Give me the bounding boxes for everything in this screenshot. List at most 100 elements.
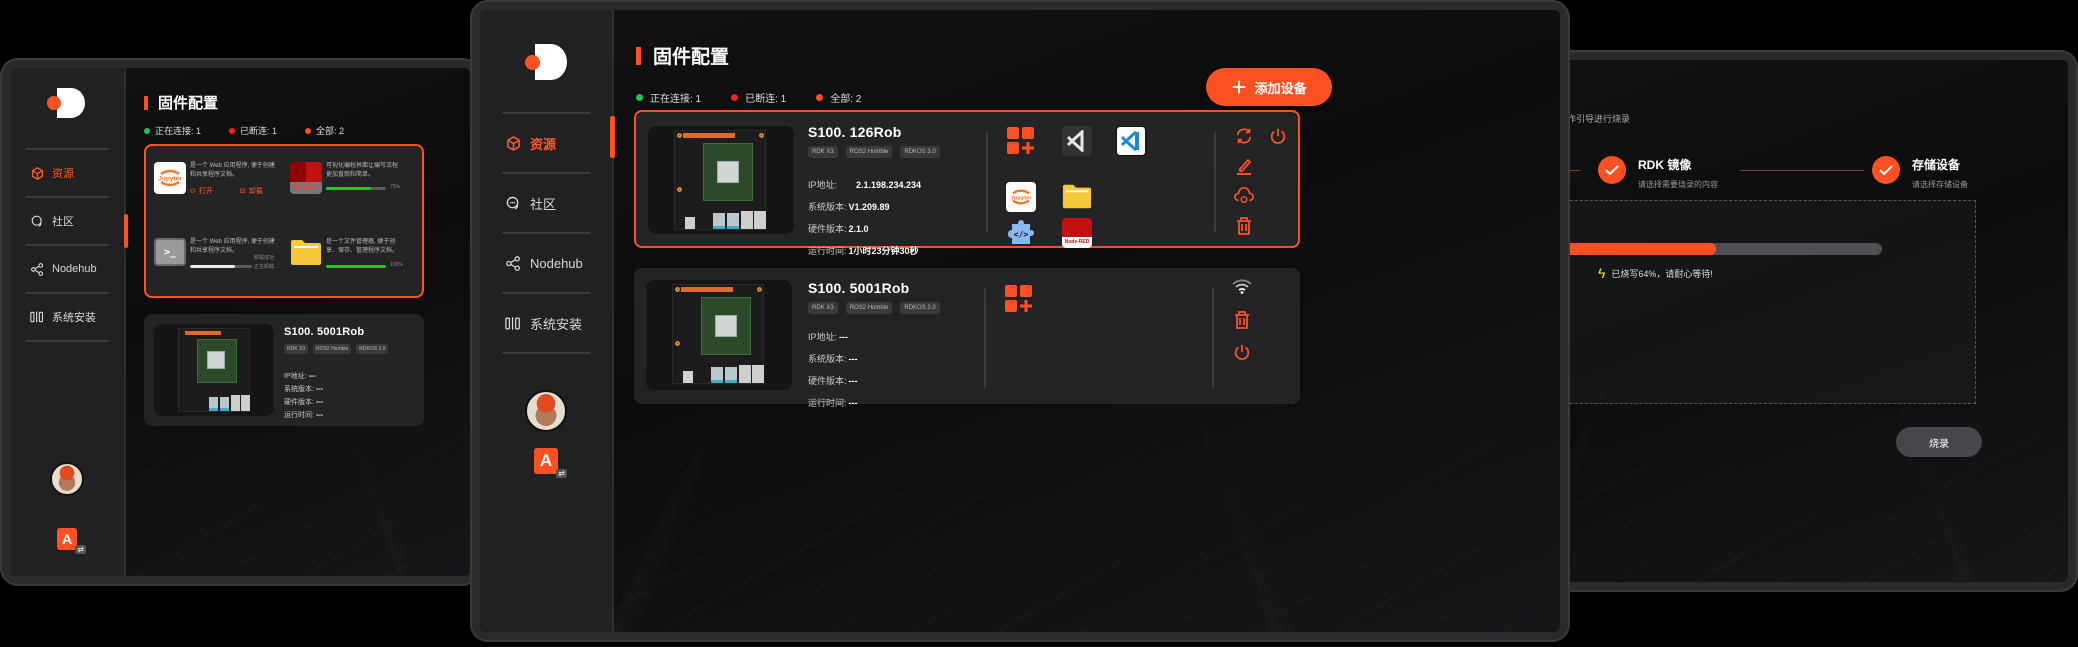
sidebar: 资源 社区 Nodehub bbox=[10, 68, 128, 576]
device-tags: RDK X3 ROS2 Humble RDKOS 3.0 bbox=[284, 344, 396, 354]
folder-icon[interactable] bbox=[1062, 182, 1092, 210]
user-avatar[interactable] bbox=[525, 390, 567, 432]
status-row: 正在连接: 1 已断连: 1 全部: 2 bbox=[636, 90, 891, 105]
tray-icon: ⊟ bbox=[240, 188, 246, 195]
device-tags: RDK X3 ROS2 Humble RDKOS 3.0 bbox=[808, 146, 948, 158]
device-card-126[interactable]: S100. 126Rob RDK X3 ROS2 Humble RDKOS 3.… bbox=[634, 110, 1300, 256]
sidebar-item-label: 系统安装 bbox=[52, 312, 96, 324]
status-disconnected: 已断连: 1 bbox=[731, 90, 786, 105]
device-card-5001[interactable]: S100. 5001Rob RDK X3 ROS2 Humble RDKOS 3… bbox=[144, 314, 424, 426]
cloud-sync-icon[interactable] bbox=[1234, 186, 1254, 206]
sidebar-item-label: 系统安装 bbox=[530, 316, 583, 332]
user-avatar[interactable] bbox=[50, 462, 84, 496]
sidebar-item-label: 资源 bbox=[52, 168, 74, 180]
tag: ROS2 Humble bbox=[845, 146, 893, 158]
add-device-button[interactable]: + 添加设备 bbox=[1206, 68, 1332, 106]
page-title: 固件配置 bbox=[144, 92, 218, 113]
jupyter-description: 是一个 Web 应用程序, 便于创建和共享程序文档。 bbox=[190, 163, 275, 178]
uninstall-button[interactable]: ⊟卸载 bbox=[240, 188, 263, 195]
wifi-icon[interactable] bbox=[1232, 276, 1252, 296]
node-red-icon[interactable]: Node-RED bbox=[1062, 218, 1092, 248]
terminal-progress bbox=[190, 265, 252, 268]
share-nodes-icon bbox=[504, 255, 522, 271]
add-app-icon[interactable] bbox=[1004, 284, 1034, 314]
step-storage-device: 存储设备请选择存储设备 bbox=[1872, 156, 1968, 190]
active-indicator bbox=[610, 116, 615, 158]
cube-icon bbox=[504, 135, 522, 151]
extension-icon[interactable]: </> bbox=[1006, 218, 1036, 248]
trash-icon[interactable] bbox=[1234, 216, 1254, 236]
status-connected: 正在连接: 1 bbox=[636, 90, 701, 105]
burn-button[interactable]: 烧录 bbox=[1896, 427, 1982, 457]
vscode-icon[interactable] bbox=[1116, 126, 1146, 156]
open-button[interactable]: ⊙打开 bbox=[190, 188, 213, 195]
sidebar-item-nodehub[interactable]: Nodehub bbox=[26, 246, 108, 292]
uninstall-success-text: 卸载成功 bbox=[254, 255, 275, 261]
sidebar-item-resources[interactable]: 资源 bbox=[26, 150, 108, 196]
divider bbox=[1212, 288, 1214, 388]
tag: RDK X3 bbox=[284, 344, 309, 354]
tag: ROS2 Humble bbox=[313, 344, 352, 354]
files-progress-label: 100% bbox=[390, 262, 403, 268]
orange-dot-icon bbox=[816, 94, 824, 101]
lightning-icon: ϟ bbox=[1598, 265, 1606, 281]
step-rdk-image: RDK 镜像请选择需要烧录的内容 bbox=[1598, 156, 1718, 190]
device-info: IP地址:--- 系统版本:--- 硬件版本:--- 运行时间:--- bbox=[284, 373, 323, 419]
install-columns-icon bbox=[30, 311, 44, 323]
app-logo bbox=[47, 88, 87, 120]
step-connector bbox=[1740, 170, 1864, 171]
power-icon[interactable] bbox=[1268, 126, 1288, 146]
jupyter-icon[interactable]: Jupyter bbox=[154, 162, 186, 194]
edit-icon[interactable] bbox=[1234, 156, 1254, 176]
share-nodes-icon bbox=[30, 262, 44, 276]
tag: RDKOS 3.0 bbox=[900, 302, 940, 314]
page-title: 固件配置 bbox=[636, 42, 729, 69]
add-app-icon[interactable] bbox=[1006, 126, 1036, 156]
language-switch-button[interactable]: A ⇄ bbox=[57, 528, 86, 554]
chat-bubble-icon bbox=[504, 196, 522, 211]
green-dot-icon bbox=[144, 127, 150, 134]
terminal-icon[interactable]: >_ bbox=[154, 238, 186, 266]
title-accent-bar bbox=[636, 46, 641, 65]
app-logo bbox=[525, 44, 567, 80]
language-switch-button[interactable]: A ⇄ bbox=[534, 448, 567, 478]
refresh-icon[interactable] bbox=[1234, 126, 1254, 146]
sidebar-nav: 资源 社区 Nodehub bbox=[480, 112, 612, 354]
sidebar-item-system-install[interactable]: 系统安装 bbox=[26, 294, 108, 340]
jupyter-icon[interactable]: Jupyter bbox=[1006, 182, 1036, 212]
trash-icon[interactable] bbox=[1232, 310, 1252, 330]
chat-bubble-icon bbox=[30, 215, 44, 228]
check-circle-icon bbox=[1872, 156, 1900, 184]
burn-progress-bar bbox=[1540, 243, 1882, 255]
orange-dot-icon bbox=[305, 127, 312, 134]
power-icon[interactable] bbox=[1232, 342, 1252, 362]
sidebar-item-nodehub[interactable]: Nodehub bbox=[502, 234, 590, 292]
sidebar-item-community[interactable]: 社区 bbox=[502, 174, 590, 232]
swap-icon: ⇄ bbox=[75, 545, 86, 554]
tag: RDKOS 3.0 bbox=[900, 146, 940, 158]
main-content: 固件配置 正在连接: 1 已断连: 1 全部: 2 + 添加设备 bbox=[614, 10, 1560, 632]
device-name: S100. 126Rob bbox=[808, 124, 902, 140]
sidebar-item-community[interactable]: 社区 bbox=[26, 198, 108, 244]
sidebar-item-system-install[interactable]: 系统安装 bbox=[502, 294, 590, 352]
svg-text:</>: </> bbox=[1014, 230, 1029, 239]
main-device-frame: 资源 社区 Nodehub bbox=[470, 0, 1570, 642]
cube-icon bbox=[30, 166, 44, 180]
sidebar-item-label: 资源 bbox=[530, 136, 557, 152]
divider bbox=[1214, 132, 1216, 232]
device-info: IP地址:2.1.198.234.234 系统版本:V1.209.89 硬件版本… bbox=[808, 180, 922, 256]
svg-text:Jupyter: Jupyter bbox=[158, 176, 182, 183]
red-dot-icon bbox=[731, 94, 739, 101]
visual-studio-icon[interactable] bbox=[1062, 126, 1092, 156]
folder-icon[interactable] bbox=[290, 238, 322, 266]
burn-area bbox=[1540, 200, 1976, 404]
files-description: 是一个文件管理器, 便于创享、保存、管理程序文档。 bbox=[326, 239, 399, 254]
red-dot-icon bbox=[229, 127, 236, 134]
right-device-frame: 请按操作引导进行烧录 RDK 镜像请选择需要烧录的内容 存储设备请选择存储设备 … bbox=[1500, 50, 2078, 592]
device-card-5001[interactable]: S100. 5001Rob RDK X3 ROS2 Humble RDKOS 3… bbox=[634, 268, 1300, 408]
guide-text: 请按操作引导进行烧录 bbox=[1540, 114, 1631, 124]
node-red-icon[interactable]: Node-RED bbox=[290, 162, 322, 194]
title-accent-bar bbox=[144, 95, 148, 110]
node-red-description: 可视化编程界面让编写流程更加直观和简单。 bbox=[326, 163, 399, 178]
sidebar-item-resources[interactable]: 资源 bbox=[502, 114, 590, 172]
